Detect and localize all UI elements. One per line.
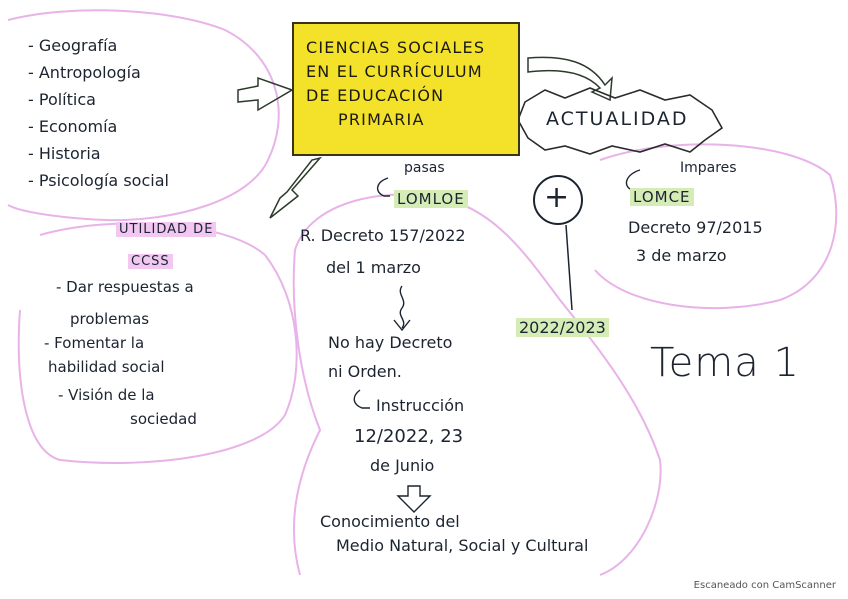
title-line-4: PRIMARIA [338, 110, 425, 129]
plus-symbol: + [544, 180, 570, 215]
utilidad-line-2: problemas [70, 310, 150, 328]
hook-instruccion [353, 389, 370, 409]
title-line-1: CIENCIAS SOCIALES [306, 38, 486, 57]
disciplines-cloud [7, 9, 280, 222]
plus-circle [533, 175, 583, 225]
arrow-right-curved [527, 56, 613, 102]
arrow-left [237, 76, 294, 112]
scanner-watermark: Escaneado con CamScanner [693, 580, 836, 591]
lomloe-decree-2: del 1 marzo [326, 258, 421, 277]
utilidad-heading-2: CCSS [128, 254, 173, 269]
lomloe-name: LOMLOE [394, 190, 468, 208]
hook-impares [625, 169, 641, 191]
actualidad-label: ACTUALIDAD [546, 108, 689, 130]
title-box: CIENCIAS SOCIALES EN EL CURRÍCULUM DE ED… [292, 22, 520, 156]
lomloe-pasas: pasas [404, 160, 445, 176]
discipline-item: - Antropología [28, 63, 141, 82]
outline-down-arrow [396, 485, 432, 513]
actualidad-burst [517, 87, 724, 155]
utilidad-line-5: - Visión de la [58, 386, 155, 404]
lomloe-decree-1: R. Decreto 157/2022 [300, 226, 466, 245]
discipline-item: - Política [28, 90, 96, 109]
discipline-item: - Economía [28, 117, 118, 136]
area-line-2: Medio Natural, Social y Cultural [336, 536, 589, 555]
lomce-impares: Impares [680, 160, 737, 176]
squiggle-down-arrow [393, 285, 411, 332]
utilidad-line-3: - Fomentar la [44, 334, 145, 352]
no-decree-prefix: No hay Decreto [328, 333, 453, 352]
utilidad-heading-1: UTILIDAD DE [116, 222, 217, 237]
instruccion-1: Instrucción [376, 396, 465, 415]
title-line-3: DE EDUCACIÓN [306, 86, 445, 105]
hook-pasas [377, 177, 390, 197]
utilidad-line-4: habilidad social [48, 358, 165, 376]
utilidad-line-6: sociedad [130, 410, 197, 428]
no-decree-year: 2022/2023 [516, 318, 609, 337]
area-line-1: Conocimiento del [320, 512, 460, 531]
disciplines-list: - Geografía - Antropología - Política - … [28, 32, 169, 194]
title-line-2: EN EL CURRÍCULUM [306, 62, 483, 81]
arrow-down-left [269, 156, 323, 219]
lomce-cloud [594, 143, 838, 309]
lomce-name: LOMCE [630, 188, 694, 206]
lomce-decree-2: 3 de marzo [636, 246, 727, 265]
plus-stem [565, 224, 573, 311]
instruccion-2: 12/2022, 23 [354, 426, 464, 447]
lomloe-cloud [292, 193, 662, 576]
instruccion-3: de Junio [370, 456, 435, 475]
no-decree-line-2: ni Orden. [328, 362, 402, 381]
discipline-item: - Historia [28, 144, 101, 163]
lomce-decree-1: Decreto 97/2015 [628, 218, 763, 237]
discipline-item: - Geografía [28, 36, 118, 55]
tema-label: Tema 1 [650, 340, 800, 386]
discipline-item: - Psicología social [28, 171, 169, 190]
utilidad-line-1: - Dar respuestas a [56, 278, 194, 296]
